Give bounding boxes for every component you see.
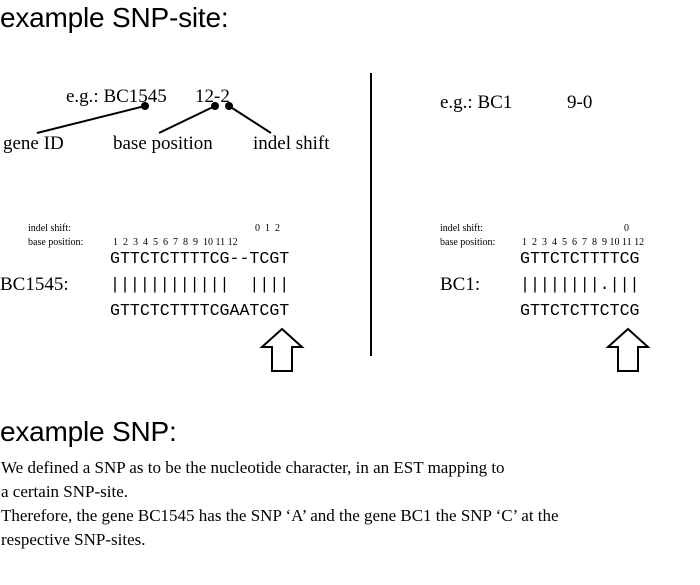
left-gene-label: BC1545: — [0, 274, 69, 295]
base-position-dot — [211, 102, 219, 110]
right-example-position: 9-0 — [567, 92, 593, 113]
right-snp-arrow-icon — [605, 327, 651, 372]
left-sequence-top: GTTCTCTTTTCG--TCGT — [110, 249, 290, 268]
snp-heading: example SNP: — [0, 416, 177, 447]
left-sequence-bottom: GTTCTCTTTTCGAATCGT — [110, 301, 290, 320]
left-indel-shift-row-label: indel shift: — [28, 223, 72, 234]
right-sequence-bottom: GTTCTCTTCTCG — [520, 301, 640, 320]
indel-shift-dot — [225, 102, 233, 110]
left-example-id: e.g.: BC1545 — [66, 86, 167, 107]
snp-paragraph-line-4: respective SNP-sites. — [1, 530, 146, 549]
left-example-position: 12-2 — [195, 86, 230, 107]
gene-id-label: gene ID — [3, 133, 64, 154]
right-match-line: ||||||||.||| — [520, 275, 640, 294]
left-base-position-row-label: base position: — [28, 237, 84, 248]
right-base-position-digits: 1 2 3 4 5 6 7 8 9 10 11 12 — [522, 237, 645, 248]
gene-id-pointer — [36, 105, 146, 134]
indel-shift-pointer — [228, 105, 272, 134]
right-example-id: e.g.: BC1 — [440, 92, 513, 113]
site-heading: example SNP-site: — [0, 2, 229, 33]
right-base-position-row-label: base position: — [440, 237, 496, 248]
right-sequence-top: GTTCTCTTTTCG — [520, 249, 640, 268]
right-indel-shift-row-label: indel shift: — [440, 223, 484, 234]
indel-shift-label: indel shift — [253, 133, 330, 154]
snp-paragraph-line-1: We defined a SNP as to be the nucleotide… — [1, 458, 505, 477]
gene-id-dot — [141, 102, 149, 110]
base-position-pointer — [158, 105, 216, 134]
left-indel-shift-digits: 0 1 2 — [255, 223, 280, 234]
right-gene-label: BC1: — [440, 274, 481, 295]
snp-paragraph-line-2: a certain SNP-site. — [1, 482, 128, 501]
left-base-position-digits: 1 2 3 4 5 6 7 8 9 10 11 12 — [113, 237, 238, 248]
left-snp-arrow-icon — [259, 327, 305, 372]
left-match-line: |||||||||||| |||| — [110, 275, 290, 294]
right-indel-shift-digits: 0 — [624, 223, 629, 234]
snp-paragraph-line-3: Therefore, the gene BC1545 has the SNP ‘… — [1, 506, 559, 525]
base-position-label: base position — [113, 133, 213, 154]
